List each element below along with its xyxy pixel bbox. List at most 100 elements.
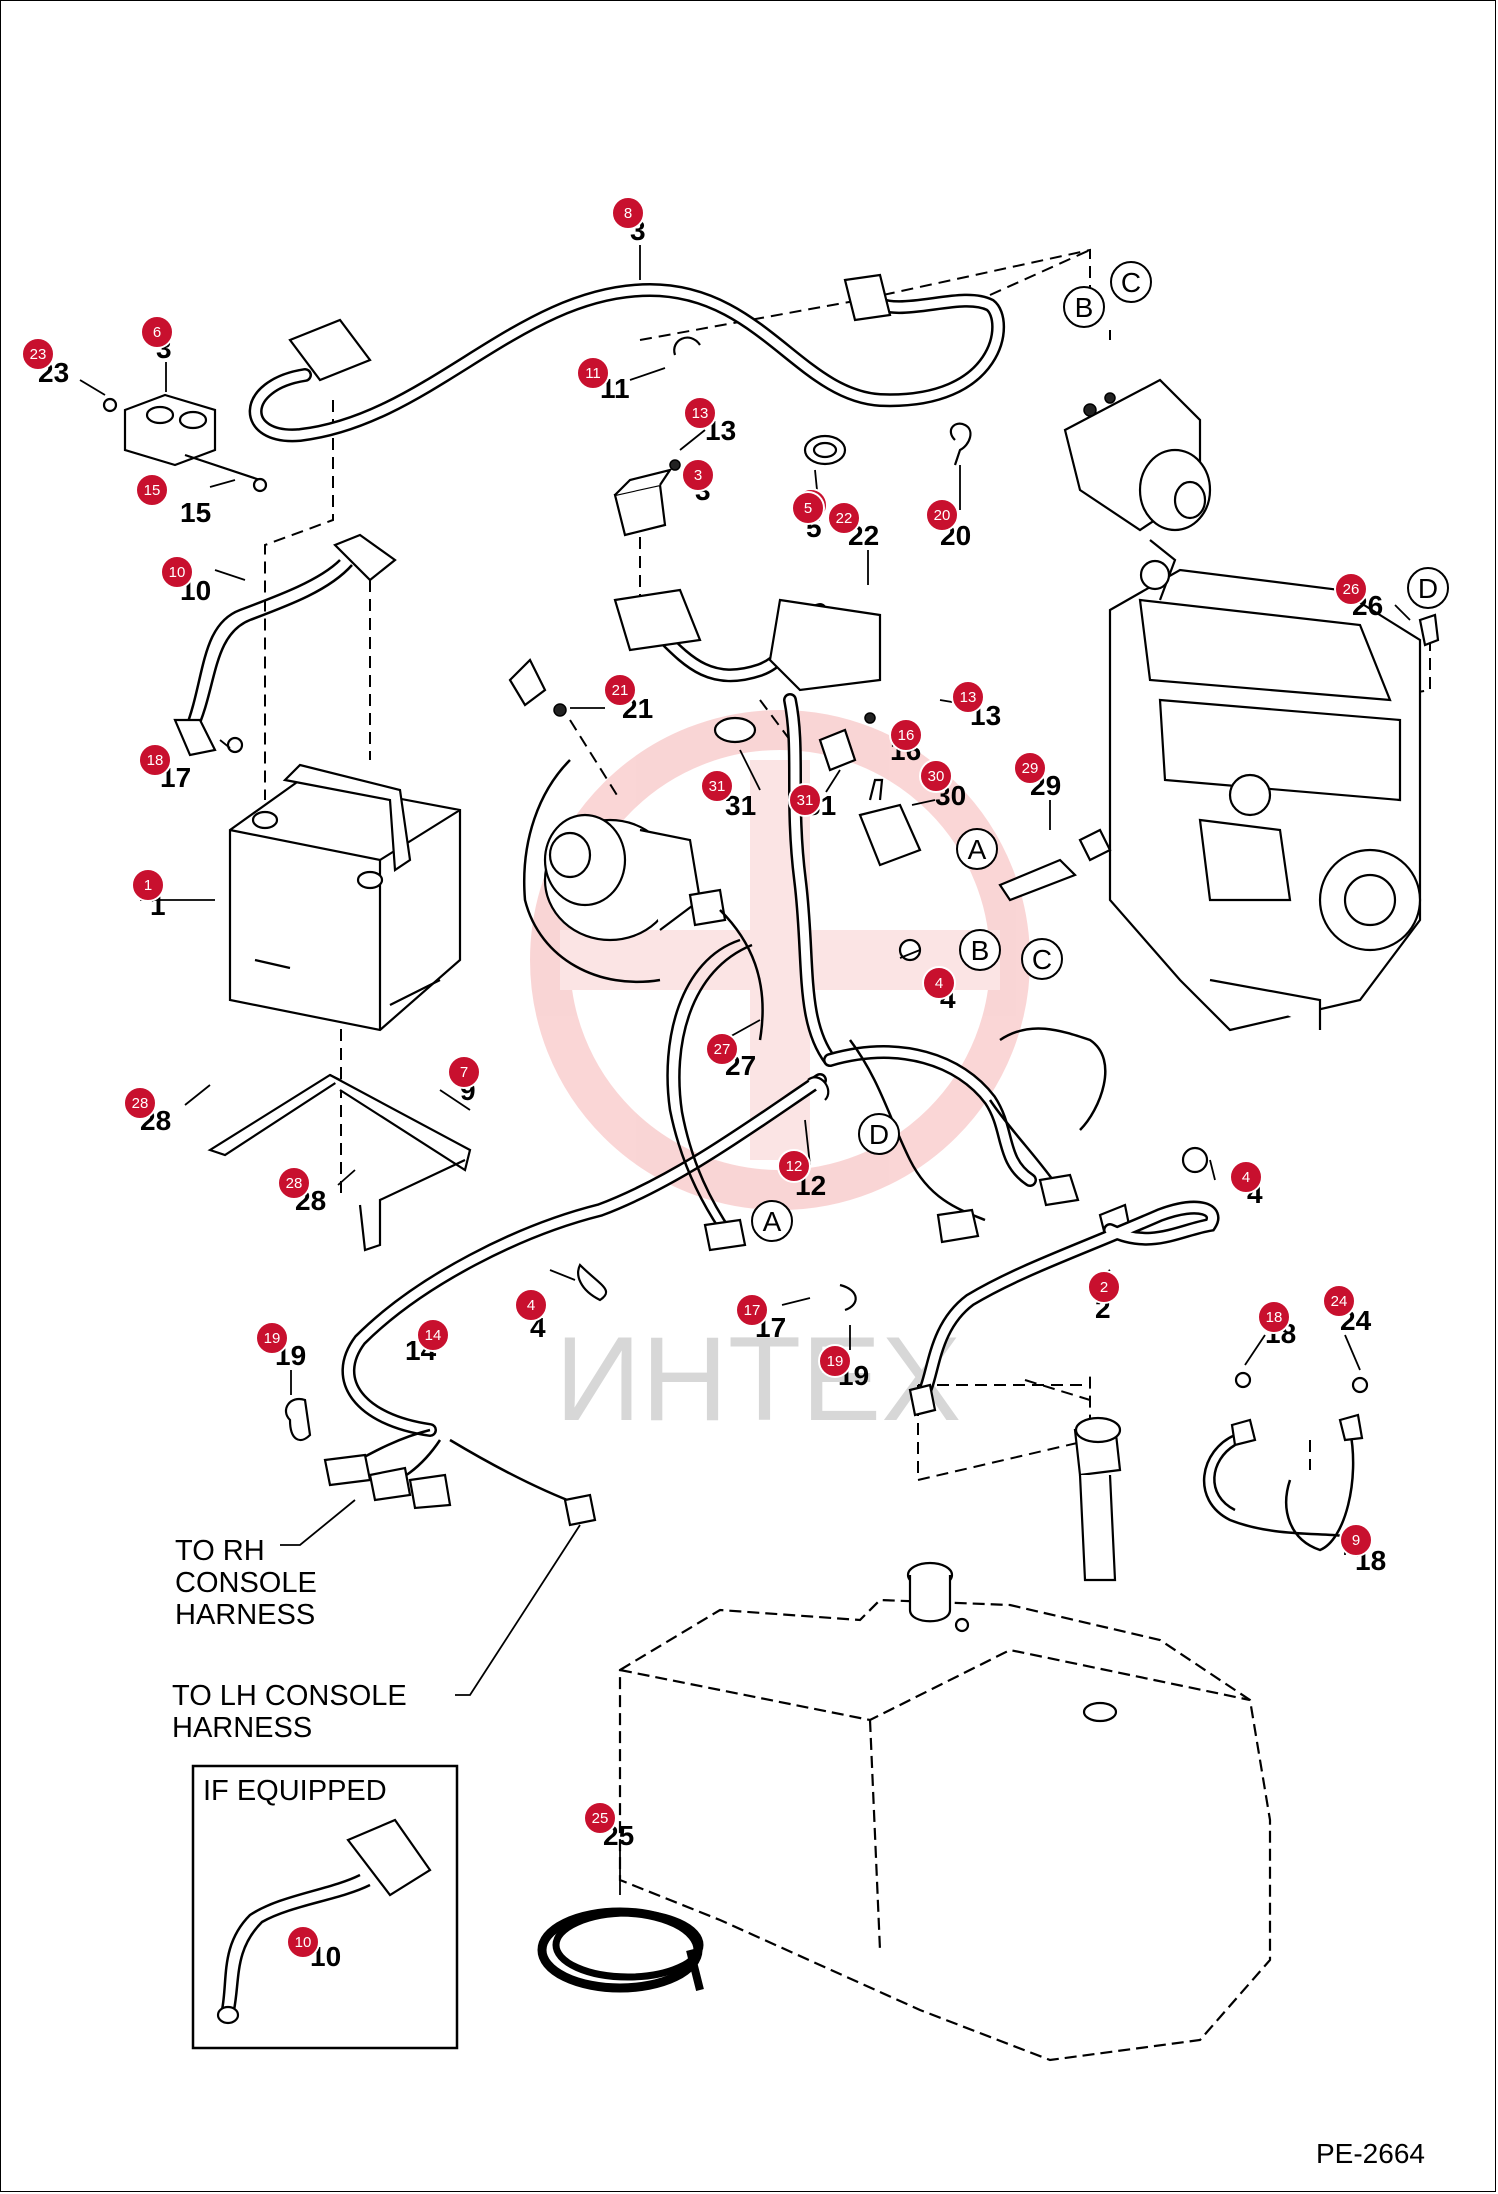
callout-badge-18: 18 [1257,1300,1291,1334]
callout-badge-19: 19 [818,1344,852,1378]
battery [228,763,462,1032]
callout-badge-25: 25 [583,1801,617,1835]
callout-badge-7: 7 [447,1055,481,1089]
engine [1108,539,1422,1032]
callout-badge-number: 10 [295,1934,312,1951]
callout-badge-number: 21 [612,682,629,699]
battery-cable-negative [173,533,397,757]
fuse-holder [508,658,567,717]
letter-c-mid: C [1032,944,1052,975]
harness-clips [713,712,876,772]
callout-badge-18: 18 [138,743,172,777]
callout-badge-24: 24 [1322,1284,1356,1318]
callout-badge-9: 9 [1339,1523,1373,1557]
relay [613,459,681,537]
cable-clips [577,336,1209,1312]
callout-badge-number: 4 [527,1297,535,1314]
callout-badge-29: 29 [1013,751,1047,785]
alternator [523,759,764,1041]
assembly-lines [264,248,1431,1482]
part-labels: 3 3 23 15 11 13 3 5 22 20 10 17 21 13 16… [38,215,1411,1972]
callout-badge-number: 16 [898,727,915,744]
letter-d-top: D [1418,573,1438,604]
callout-badge-12: 12 [777,1149,811,1183]
callout-badge-4: 4 [922,966,956,1000]
callout-badge-2: 2 [1087,1270,1121,1304]
callout-badge-number: 30 [928,768,945,785]
fuel-tank [618,1416,1272,2062]
callout-badge-5: 5 [791,491,825,525]
battery-hold-down [207,1073,472,1252]
callout-badge-26: 26 [1334,572,1368,606]
letter-c-top: C [1121,267,1141,298]
relay-30 [858,778,922,867]
callout-badge-13: 13 [951,680,985,714]
callout-badge-number: 6 [153,324,161,341]
callout-badge-number: 13 [692,405,709,422]
callout-badge-19: 19 [255,1321,289,1355]
callout-badge-16: 16 [889,718,923,752]
callout-badge-number: 5 [804,500,812,517]
callout-badge-20: 20 [925,498,959,532]
letter-d-mid: D [869,1119,889,1150]
watermark-text: ИНТЕХ [555,1312,961,1446]
callout-badge-10: 10 [160,555,194,589]
callout-badge-4: 4 [514,1288,548,1322]
callout-badge-number: 17 [744,1302,761,1319]
callout-badge-30: 30 [919,759,953,793]
letter-a-low: A [763,1206,782,1237]
callout-badge-number: 20 [934,507,951,524]
callout-badge-11: 11 [576,356,610,390]
callout-badge-number: 31 [709,778,726,795]
callout-badge-14: 14 [416,1318,450,1352]
letter-a-mid: A [968,834,987,865]
callout-badge-27: 27 [705,1032,739,1066]
callout-badge-22: 22 [827,501,861,535]
connection-letters: B C D A B C D A [751,261,1449,1242]
callout-badge-28: 28 [277,1166,311,1200]
callout-badge-number: 11 [585,365,601,382]
callout-badge-number: 26 [1343,581,1360,598]
ground-strap [1202,1371,1369,1552]
rh-harness-note-1: TO RH [175,1535,265,1567]
callout-badge-15: 15 [135,473,169,507]
lh-harness-note-2: HARNESS [172,1712,312,1744]
main-harness [341,588,1132,1437]
callout-badge-number: 29 [1022,760,1039,777]
sensor-lead [998,613,1440,902]
if-equipped-box [191,1764,459,2050]
badges: 1234567891010111213131415161718181919202… [21,196,1373,1959]
callout-badge-23: 23 [21,337,55,371]
lh-harness-note-1: TO LH CONSOLE [172,1680,407,1712]
callout-badge-1: 1 [131,868,165,902]
callout-badge-6: 6 [140,315,174,349]
callout-badge-number: 15 [144,482,161,499]
rh-harness-note-3: HARNESS [175,1599,315,1631]
callout-badge-number: 2 [1100,1279,1108,1296]
starter-motor [1063,378,1212,532]
callout-badge-number: 19 [264,1330,281,1347]
callout-badge-number: 28 [132,1095,149,1112]
callout-badge-number: 3 [694,467,702,484]
console-harness [280,1397,597,1696]
ground-cable [908,1200,1220,1417]
callout-badge-28: 28 [123,1086,157,1120]
callout-badge-number: 18 [1266,1309,1283,1326]
callout-badge-number: 8 [624,205,632,222]
callout-badge-13: 13 [683,396,717,430]
callout-badge-number: 14 [425,1327,442,1344]
terminal-clamp [102,393,268,493]
callout-badge-number: 9 [1352,1532,1360,1549]
callout-badge-number: 25 [592,1810,609,1827]
callout-badge-number: 31 [797,792,814,809]
callout-badge-10: 10 [286,1925,320,1959]
callout-badge-31: 31 [788,783,822,817]
label-15: 15 [180,497,211,528]
callout-badge-number: 1 [144,877,152,894]
callout-badge-4: 4 [1229,1160,1263,1194]
callout-badge-number: 4 [1242,1169,1250,1186]
callout-badge-31: 31 [700,769,734,803]
callout-badge-number: 23 [30,346,47,363]
